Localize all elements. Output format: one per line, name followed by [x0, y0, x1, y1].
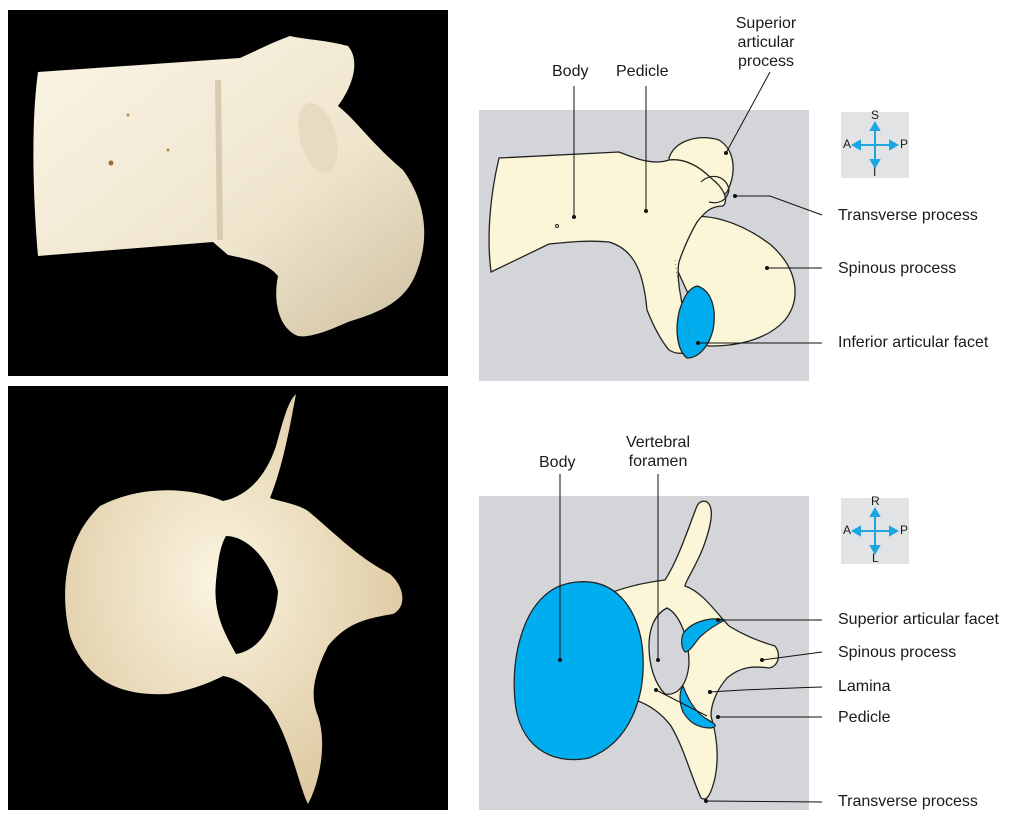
- label-transverse-process-top: Transverse process: [838, 206, 978, 225]
- label-body-top: Body: [552, 62, 588, 81]
- label-body-bottom: Body: [539, 453, 575, 472]
- label-pedicle-bottom: Pedicle: [838, 708, 890, 727]
- label-spinous-process-top: Spinous process: [838, 259, 956, 278]
- orientation-compass-bottom: R L A P: [841, 498, 909, 564]
- orient-top-letter: R: [871, 494, 880, 508]
- label-spinous-process-bottom: Spinous process: [838, 643, 956, 662]
- orient-left-letter: A: [843, 137, 851, 151]
- label-lamina: Lamina: [838, 677, 890, 696]
- orient-bottom-letter: I: [873, 165, 876, 179]
- label-inferior-articular-facet: Inferior articular facet: [838, 333, 988, 352]
- label-superior-articular-process-1: Superior: [726, 14, 806, 33]
- orient-top-letter: S: [871, 108, 879, 122]
- label-superior-articular-process-2: articular: [726, 33, 806, 52]
- label-vertebral-foramen-2: foramen: [616, 452, 700, 471]
- label-transverse-process-bottom: Transverse process: [838, 792, 978, 811]
- orientation-compass-top: S I A P: [841, 112, 909, 178]
- label-pedicle-top: Pedicle: [616, 62, 668, 81]
- label-superior-articular-facet: Superior articular facet: [838, 610, 999, 629]
- orient-left-letter: A: [843, 523, 851, 537]
- label-vertebral-foramen-1: Vertebral: [616, 433, 700, 452]
- orient-right-letter: P: [900, 523, 908, 537]
- label-superior-articular-process-3: process: [726, 52, 806, 71]
- orient-right-letter: P: [900, 137, 908, 151]
- orient-bottom-letter: L: [872, 551, 879, 565]
